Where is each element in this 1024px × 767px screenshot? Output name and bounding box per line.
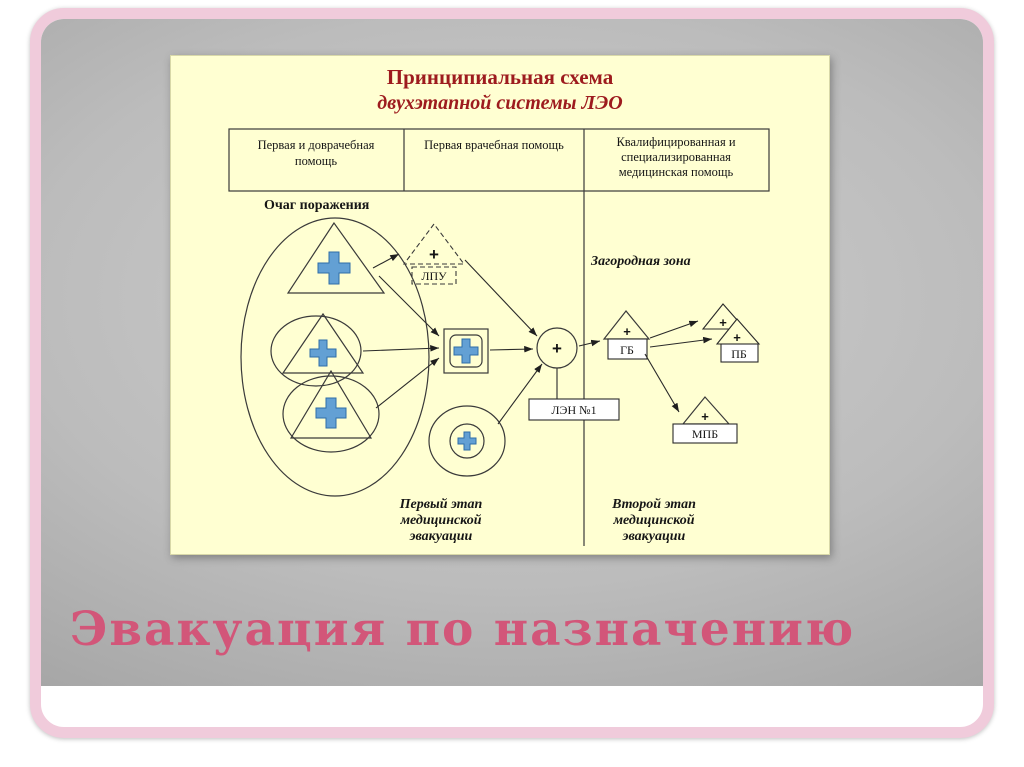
medical-point-cross (457, 431, 477, 451)
suburban-zone-label: Загородная зона (590, 254, 691, 269)
aid-post-3-cross (315, 397, 347, 429)
arrow-gb-to-pb-front (649, 336, 713, 348)
lpu-label: ЛПУ (421, 269, 447, 283)
sorting-node: + ЛЭН №1 (528, 327, 620, 421)
pb-back-plus: + (719, 315, 727, 330)
header-col3-line1: Квалифицированная и (616, 135, 735, 149)
stage1-label: Первый этап медицинской эвакуации (399, 497, 483, 544)
stage1-line2: медицинской (399, 513, 481, 528)
stage2-label: Второй этап медицинской эвакуации (611, 497, 696, 544)
arrow-gb-to-mpb (644, 353, 680, 413)
pb-box (720, 343, 759, 363)
aid-post-1-triangle (286, 221, 386, 294)
arrow-sorting-to-gb (578, 339, 601, 347)
medical-point-circle (449, 423, 485, 459)
stage1-line1: Первый этап (399, 497, 483, 512)
aid-post-3-triangle (289, 369, 373, 439)
header-col1-line2: помощь (295, 154, 337, 168)
header-col2-line1: Первая врачебная помощь (424, 138, 564, 152)
gb-plus: + (623, 324, 631, 339)
stage2-line3: эвакуации (622, 529, 686, 544)
aid-post-1-cross (317, 251, 351, 285)
mpb-box (672, 423, 738, 444)
medical-point-ellipse (428, 405, 506, 477)
aid-post-2-triangle (281, 312, 365, 374)
arrow-lpu-to-sorting (464, 259, 538, 337)
aid-post-2-ellipse (270, 315, 362, 387)
header-table: Первая и доврачебная помощь Первая враче… (228, 128, 770, 192)
pb-label: ПБ (731, 347, 747, 361)
gb-box (607, 338, 648, 360)
lpu-plus: + (429, 245, 439, 264)
arrow-post1-to-lpu (372, 253, 400, 269)
stage2-line2: медицинской (612, 513, 694, 528)
header-table-border (228, 128, 770, 192)
pb-front-plus: + (733, 330, 741, 345)
leo-scheme-svg: Принципиальная схема двухэтапной системы… (228, 65, 770, 546)
arrow-post1-to-unit (378, 275, 440, 337)
header-col1-line1: Первая и доврачебная (258, 138, 375, 152)
flow-arrows (362, 253, 713, 425)
arrow-point-to-sorting (497, 363, 543, 425)
mpb-label: МПБ (692, 427, 718, 441)
stage1-line3: эвакуации (409, 529, 473, 544)
arrow-post3-to-unit (375, 357, 440, 409)
lesion-focus-ellipse (240, 217, 430, 497)
gb-label: ГБ (620, 343, 634, 357)
diagram-title-line1: Принципиальная схема (387, 65, 614, 89)
lpu-box (411, 266, 457, 285)
arrow-unit-to-sorting (489, 345, 534, 353)
lpu-triangle (402, 223, 466, 265)
lpu-node: + ЛПУ (402, 223, 466, 285)
diagram-title-line2: двухэтапной системы ЛЭО (377, 92, 622, 114)
header-col3-line3: медицинская помощь (619, 165, 734, 179)
aid-post-3-ellipse (282, 375, 380, 453)
arrow-post2-to-unit (362, 345, 440, 352)
sorting-plus: + (552, 339, 562, 358)
len-label: ЛЭН №1 (551, 403, 596, 417)
stage2-line1: Второй этап (611, 497, 696, 512)
unit-cross (453, 338, 479, 364)
first-aid-unit-node (443, 328, 489, 374)
gb-hospital-node: + ГБ (602, 310, 651, 360)
diagram-panel: Принципиальная схема двухэтапной системы… (170, 55, 830, 555)
aid-post-2-cross (309, 339, 337, 367)
medical-point-group (428, 405, 506, 477)
header-col3-line2: специализированная (621, 150, 731, 164)
mpb-hospital-node: + МПБ (672, 396, 738, 444)
mpb-plus: + (701, 409, 709, 424)
arrow-gb-to-pb-back (649, 320, 699, 339)
focus-area-label: Очаг поражения (264, 198, 370, 213)
unit-outer-square (443, 328, 489, 374)
slide-title: Эвакуация по назначению (70, 602, 856, 657)
unit-inner-square (449, 334, 483, 368)
lesion-focus-group (240, 217, 430, 497)
pb-hospital-node: + + ПБ (701, 303, 761, 363)
len-box (528, 398, 620, 421)
